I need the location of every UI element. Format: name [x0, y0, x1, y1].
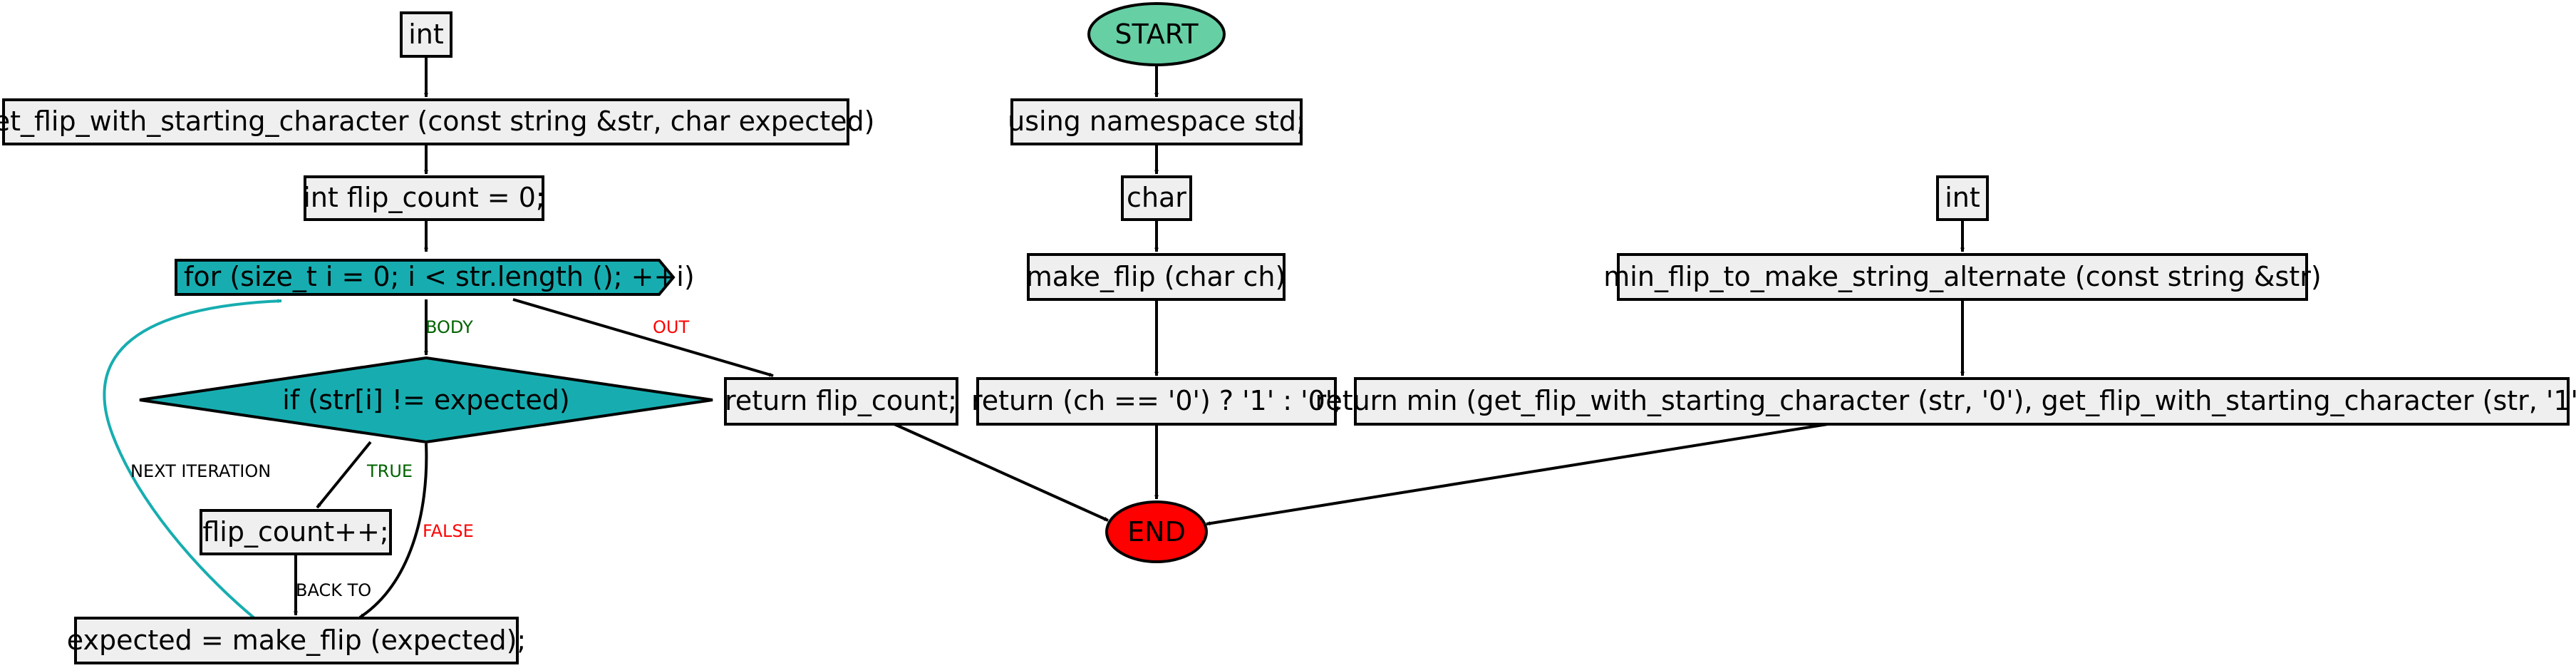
- node-end: END: [1105, 500, 1208, 563]
- node-return-min: return min (get_flip_with_starting_chara…: [1315, 377, 2576, 426]
- label-back-to: BACK TO: [296, 580, 371, 600]
- node-start-label: START: [1114, 19, 1199, 50]
- node-int-type: int: [400, 11, 452, 58]
- node-expected-assign-label: expected = make_flip (expected);: [67, 625, 526, 656]
- node-for-loop-label: for (size_t i = 0; i < str.length (); ++…: [184, 261, 695, 292]
- node-int-type-2: int: [1936, 175, 1989, 221]
- node-make-flip-function: make_flip (char ch): [1026, 253, 1286, 301]
- node-if-decision: if (str[i] != expected): [139, 356, 713, 444]
- label-false: FALSE: [423, 521, 474, 541]
- edge-if-to-inc-true: [316, 441, 372, 509]
- node-char-type: char: [1121, 175, 1192, 221]
- label-next-iteration: NEXT ITERATION: [130, 461, 271, 481]
- node-getflip-function-label: get_flip_with_starting_character (const …: [0, 106, 874, 137]
- node-return-flip-count-label: return flip_count;: [725, 385, 957, 416]
- node-flip-count-inc: flip_count++;: [200, 509, 392, 555]
- edge-labels: BODY OUT TRUE FALSE BACK TO NEXT ITERATI…: [130, 317, 689, 600]
- node-return-ch-label: return (ch == '0') ? '1' : '0';: [971, 385, 1342, 416]
- node-return-flip-count: return flip_count;: [724, 377, 958, 426]
- node-min-flip-function: min_flip_to_make_string_alternate (const…: [1603, 253, 2322, 301]
- node-char-type-label: char: [1127, 182, 1186, 213]
- node-int-type-2-label: int: [1945, 182, 1980, 213]
- node-flip-count-init-label: int flip_count = 0;: [303, 182, 544, 213]
- node-for-loop: for (size_t i = 0; i < str.length (); ++…: [175, 259, 695, 296]
- node-return-min-label: return min (get_flip_with_starting_chara…: [1315, 385, 2576, 416]
- node-min-flip-function-label: min_flip_to_make_string_alternate (const…: [1603, 261, 2321, 292]
- node-using-namespace-label: using namespace std;: [1008, 106, 1305, 137]
- edge-for-to-return-out: [512, 298, 774, 377]
- node-flip-count-inc-label: flip_count++;: [202, 516, 388, 548]
- node-end-label: END: [1127, 516, 1186, 548]
- edge-retflip-to-end: [894, 423, 1109, 522]
- node-expected-assign: expected = make_flip (expected);: [67, 617, 526, 664]
- label-body: BODY: [425, 317, 473, 337]
- node-return-ch: return (ch == '0') ? '1' : '0';: [971, 377, 1342, 426]
- node-using-namespace: using namespace std;: [1008, 98, 1305, 145]
- edges: [103, 56, 1965, 620]
- node-int-type-label: int: [408, 19, 444, 50]
- label-true: TRUE: [366, 461, 413, 481]
- node-flip-count-init: int flip_count = 0;: [303, 175, 545, 221]
- edge-expected-to-for-next-iteration: [103, 299, 282, 620]
- node-getflip-function: get_flip_with_starting_character (const …: [0, 98, 874, 145]
- label-out: OUT: [653, 317, 689, 337]
- node-if-decision-label: if (str[i] != expected): [282, 384, 569, 416]
- edge-retmin-to-end: [1206, 423, 1828, 526]
- node-start: START: [1087, 2, 1226, 66]
- node-make-flip-function-label: make_flip (char ch): [1026, 261, 1286, 292]
- edge-if-to-expected-false: [358, 443, 428, 619]
